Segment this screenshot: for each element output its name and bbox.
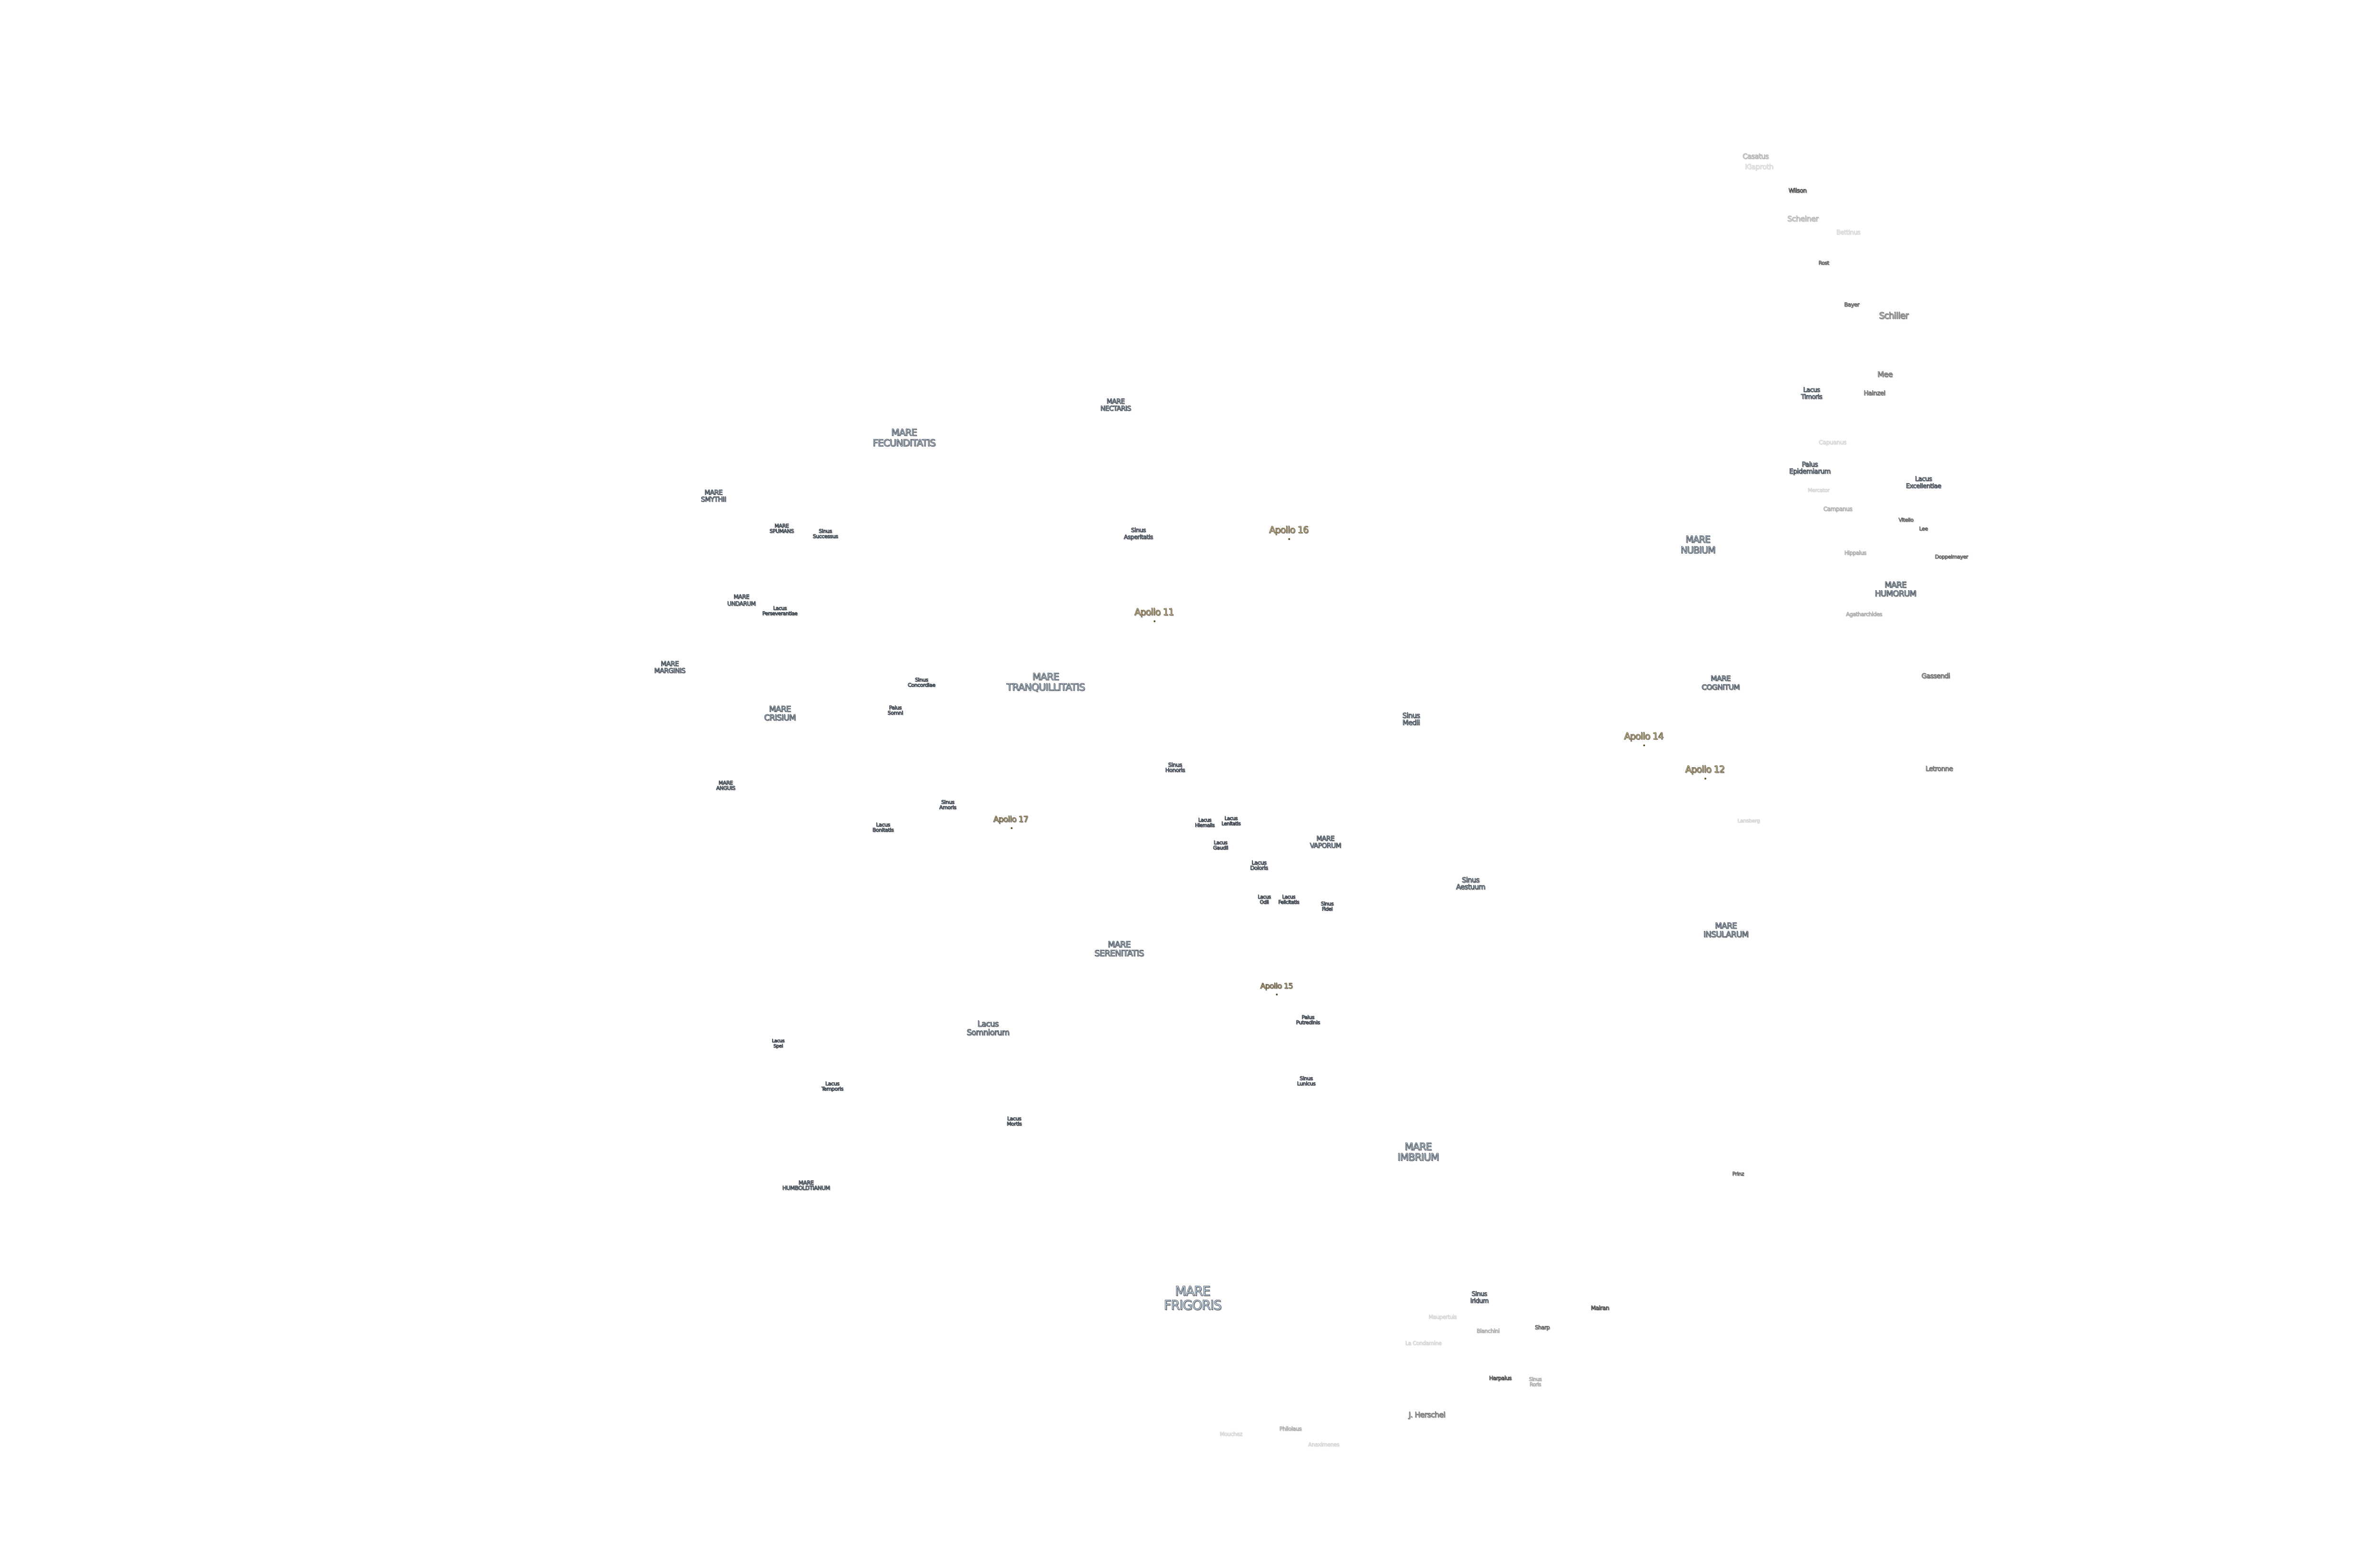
crater-label: Prinz — [1732, 1170, 1745, 1177]
lacus-label: Lacus Spei — [772, 1037, 785, 1049]
sinus-label: Sinus Iridum — [1470, 1290, 1489, 1305]
landing-site-label: Apollo 17 — [993, 817, 1029, 829]
mare-label: MARE ANGUIS — [716, 779, 735, 792]
lacus-label: Lacus Gaudii — [1213, 839, 1229, 851]
lacus-label: Lacus Lenitatis — [1221, 814, 1241, 827]
lacus-label: Lacus Excellentiae — [1905, 475, 1942, 490]
mare-label: MARE HUMBOLDTIANUM — [782, 1179, 830, 1193]
crater-label: Philolaus — [1279, 1425, 1302, 1433]
crater-label: Hippalus — [1844, 549, 1866, 557]
crater-label: Hainzel — [1864, 390, 1885, 397]
landing-site-name: Apollo 14 — [1624, 732, 1664, 743]
crater-label: Campanus — [1823, 505, 1853, 513]
mare-label: MARE COGNITUM — [1701, 674, 1740, 691]
crater-label: J. Herschel — [1408, 1412, 1446, 1421]
sinus-label: Sinus Successus — [813, 527, 838, 541]
sinus-label: Sinus Asperitatis — [1123, 526, 1153, 541]
crater-label: Agatharchides — [1846, 611, 1883, 618]
landing-site-label: Apollo 12 — [1685, 765, 1725, 779]
mare-label: MARE SPUMANS — [769, 522, 794, 535]
crater-label: Wilson — [1788, 187, 1807, 195]
crater-label: Klaproth — [1745, 162, 1774, 171]
crater-label: Scheiner — [1787, 216, 1819, 225]
landing-site-name: Apollo 16 — [1269, 526, 1309, 537]
lacus-label: Lacus Perseverantiae — [762, 604, 798, 617]
lacus-label: Lacus Somniorum — [966, 1021, 1010, 1039]
mare-label: MARE NECTARIS — [1100, 396, 1131, 413]
lacus-label: Lacus Timoris — [1801, 386, 1823, 401]
crater-label: Lee — [1919, 525, 1928, 533]
crater-label: Mouchez — [1220, 1431, 1242, 1438]
landing-site-label: Apollo 11 — [1134, 608, 1174, 621]
mare-label: MARE FECUNDITATIS — [873, 428, 936, 450]
landing-site-name: Apollo 11 — [1134, 608, 1174, 619]
crater-label: Bianchini — [1477, 1327, 1500, 1335]
mare-label: MARE SERENITATIS — [1094, 942, 1144, 960]
sinus-label: Sinus Honoris — [1165, 761, 1185, 775]
mare-label: MARE INSULARUM — [1703, 923, 1749, 941]
landing-site-marker-icon — [1276, 993, 1277, 994]
sinus-label: Sinus Medii — [1402, 711, 1420, 728]
landing-site-marker-icon — [1643, 743, 1645, 745]
mare-label: MARE TRANQUILLITATIS — [1006, 673, 1085, 694]
crater-label: Mairan — [1591, 1305, 1610, 1312]
landing-site-name: Apollo 17 — [993, 817, 1029, 826]
crater-label: Vitello — [1898, 516, 1914, 524]
crater-label: Gassendi — [1921, 671, 1950, 680]
landing-site-label: Apollo 14 — [1624, 732, 1664, 745]
crater-label: Bettinus — [1836, 229, 1861, 237]
palus-label: Palus Epidemiarum — [1789, 459, 1831, 476]
crater-label: Letronne — [1925, 764, 1954, 773]
lacus-label: Lacus Odii — [1258, 893, 1271, 906]
crater-label: Anaximenes — [1308, 1441, 1340, 1448]
lacus-label: Lacus Mortis — [1006, 1115, 1022, 1128]
sinus-label: Sinus Aestuum — [1456, 875, 1485, 892]
sinus-label: Sinus Fidei — [1320, 900, 1334, 913]
crater-label: Mee — [1877, 372, 1893, 381]
sinus-label: Sinus Amoris — [939, 798, 957, 811]
crater-label: Maupertuis — [1428, 1314, 1457, 1321]
lacus-label: Lacus Bonitatis — [872, 821, 894, 834]
mare-label: MARE UNDARUM — [727, 593, 756, 607]
crater-label: Casatus — [1742, 152, 1769, 161]
lacus-label: Lacus Temporis — [821, 1080, 843, 1093]
crater-label: Mercator — [1807, 486, 1830, 494]
mare-label: MARE VAPORUM — [1309, 833, 1341, 850]
landing-site-name: Apollo 15 — [1260, 983, 1293, 992]
sinus-label: Sinus Roris — [1529, 1375, 1542, 1388]
crater-label: Capuanus — [1818, 439, 1846, 446]
palus-label: Palus Putredinis — [1296, 1013, 1320, 1027]
crater-label: Lansberg — [1737, 817, 1760, 824]
lacus-label: Lacus Felicitatis — [1278, 893, 1299, 906]
mare-label: MARE FRIGORIS — [1164, 1283, 1222, 1313]
mare-label: MARE NUBIUM — [1680, 535, 1716, 556]
sinus-label: Sinus Lunicus — [1297, 1075, 1316, 1087]
sinus-label: Sinus Concordiae — [908, 676, 936, 689]
landing-site-marker-icon — [1153, 620, 1155, 621]
landing-site-marker-icon — [1704, 777, 1706, 779]
landing-site-marker-icon — [1288, 537, 1289, 539]
mare-label: MARE SMYTHII — [701, 487, 726, 504]
palus-label: Palus Somni — [887, 704, 903, 717]
lacus-label: Lacus Doloris — [1250, 859, 1269, 873]
landing-site-marker-icon — [1010, 827, 1012, 829]
mare-label: MARE CRISIUM — [764, 706, 796, 724]
landing-site-label: Apollo 15 — [1260, 983, 1293, 994]
crater-label: Rost — [1818, 259, 1829, 267]
crater-label: Schiller — [1879, 312, 1909, 323]
mare-label: MARE IMBRIUM — [1397, 1143, 1439, 1165]
landing-site-name: Apollo 12 — [1685, 765, 1725, 776]
crater-label: Bayer — [1844, 301, 1860, 308]
mare-label: MARE MARGINIS — [654, 659, 685, 675]
lacus-label: Lacus Hiemalis — [1195, 816, 1215, 829]
crater-label: Doppelmayer — [1934, 553, 1968, 560]
mare-label: MARE HUMORUM — [1874, 582, 1916, 600]
crater-label: La Condamine — [1405, 1340, 1442, 1347]
crater-label: Harpalus — [1489, 1374, 1512, 1382]
landing-site-label: Apollo 16 — [1269, 526, 1309, 539]
crater-label: Sharp — [1535, 1324, 1550, 1331]
